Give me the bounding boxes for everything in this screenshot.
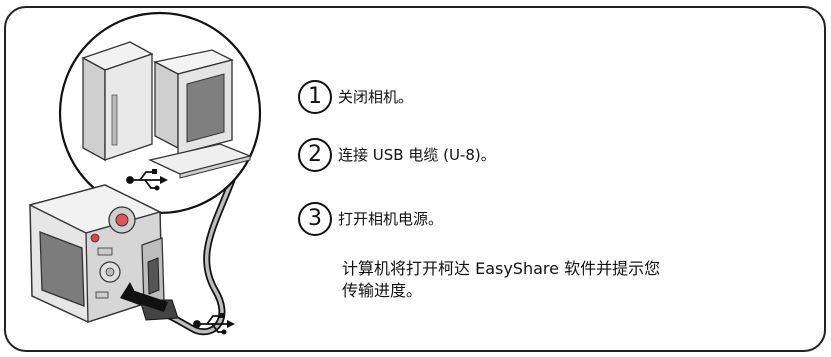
insert-arrow-icon [128,290,168,312]
note-paragraph: 计算机将打开柯达 EasyShare 软件并提示您 传输进度。 [342,258,782,302]
step-text: 连接 USB 电缆 (U-8)。 [338,145,496,164]
step-1: 1 关闭相机。 [298,80,413,114]
step-number-badge: 1 [298,80,332,114]
computer-icon [81,41,253,179]
step-text: 打开相机电源。 [338,209,444,228]
step-3: 3 打开相机电源。 [298,202,443,236]
note-line-2: 传输进度。 [342,281,423,300]
note-line-1: 计算机将打开柯达 EasyShare 软件并提示您 [342,259,661,278]
step-2: 2 连接 USB 电缆 (U-8)。 [298,138,496,172]
step-text: 关闭相机。 [338,87,414,106]
connection-illustration [28,11,262,336]
step-number-badge: 3 [298,202,332,236]
usb-icon [126,169,168,191]
usb-icon [193,313,235,335]
step-number-badge: 2 [298,138,332,172]
